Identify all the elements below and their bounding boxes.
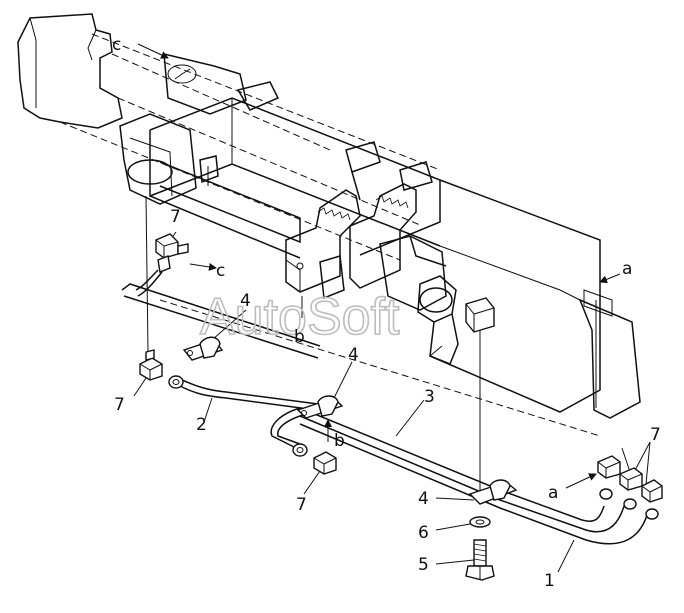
frame-assembly (17, 13, 641, 437)
label-2: 2 (196, 415, 207, 435)
label-7-left: 7 (114, 395, 125, 415)
elbow-fitting-right-1 (597, 455, 621, 479)
label-4-left: 4 (240, 291, 251, 311)
label-7-right: 7 (650, 425, 661, 445)
label-5: 5 (418, 555, 429, 575)
washer (469, 516, 491, 528)
tube-nut-left (168, 375, 184, 389)
watermark: AutoSoft (200, 288, 400, 346)
clamp-middle (296, 395, 344, 419)
label-c-mid: c (216, 261, 225, 281)
label-a-top: a (622, 259, 632, 279)
label-4-bottom: 4 (418, 489, 429, 509)
tube-nuts-right (599, 488, 659, 520)
label-a-bottom: a (548, 483, 558, 503)
elbow-fitting-middle (313, 451, 337, 475)
label-3: 3 (424, 387, 435, 407)
callout-labels: c c a a b b 4 4 4 3 2 7 7 7 7 6 5 1 (112, 35, 661, 591)
elbow-fitting-right-2 (619, 467, 643, 491)
tube-nut-bottom (292, 443, 308, 457)
elbow-fitting-left (139, 349, 163, 381)
label-c-top: c (112, 35, 121, 55)
components (139, 233, 663, 581)
tube-assembly (135, 269, 649, 545)
label-b-mid: b (334, 431, 345, 451)
elbow-fitting-top (155, 233, 189, 273)
label-6: 6 (418, 523, 429, 543)
clamp-left (182, 336, 224, 361)
label-7-top: 7 (170, 207, 181, 227)
label-b-left: b (294, 327, 305, 347)
label-7-mid: 7 (296, 495, 307, 515)
label-4-mid: 4 (348, 345, 359, 365)
label-1: 1 (544, 571, 555, 591)
bolt (465, 539, 495, 581)
elbow-fitting-right-3 (641, 479, 663, 503)
clamp-bottom (468, 479, 518, 505)
